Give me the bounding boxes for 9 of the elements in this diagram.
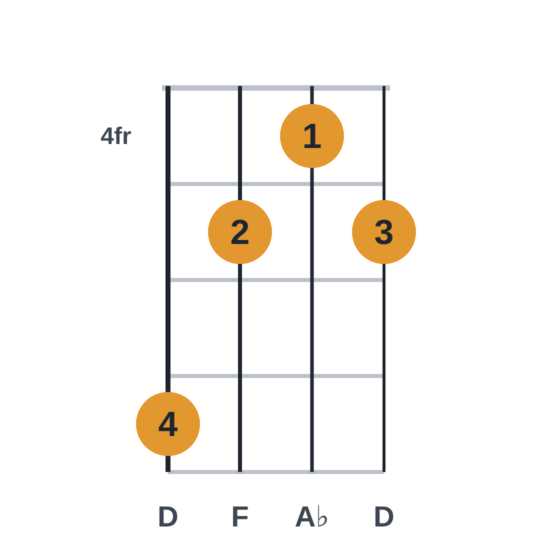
- string-name: D: [158, 504, 178, 532]
- string-name: A♭: [294, 504, 330, 532]
- string-name: D: [374, 504, 394, 532]
- string-name: F: [231, 504, 249, 532]
- finger-number: 3: [374, 214, 394, 250]
- finger-number: 2: [230, 214, 250, 250]
- fret-number: 4fr: [100, 125, 132, 149]
- finger-number: 4: [158, 406, 178, 442]
- finger-number: 1: [302, 118, 322, 154]
